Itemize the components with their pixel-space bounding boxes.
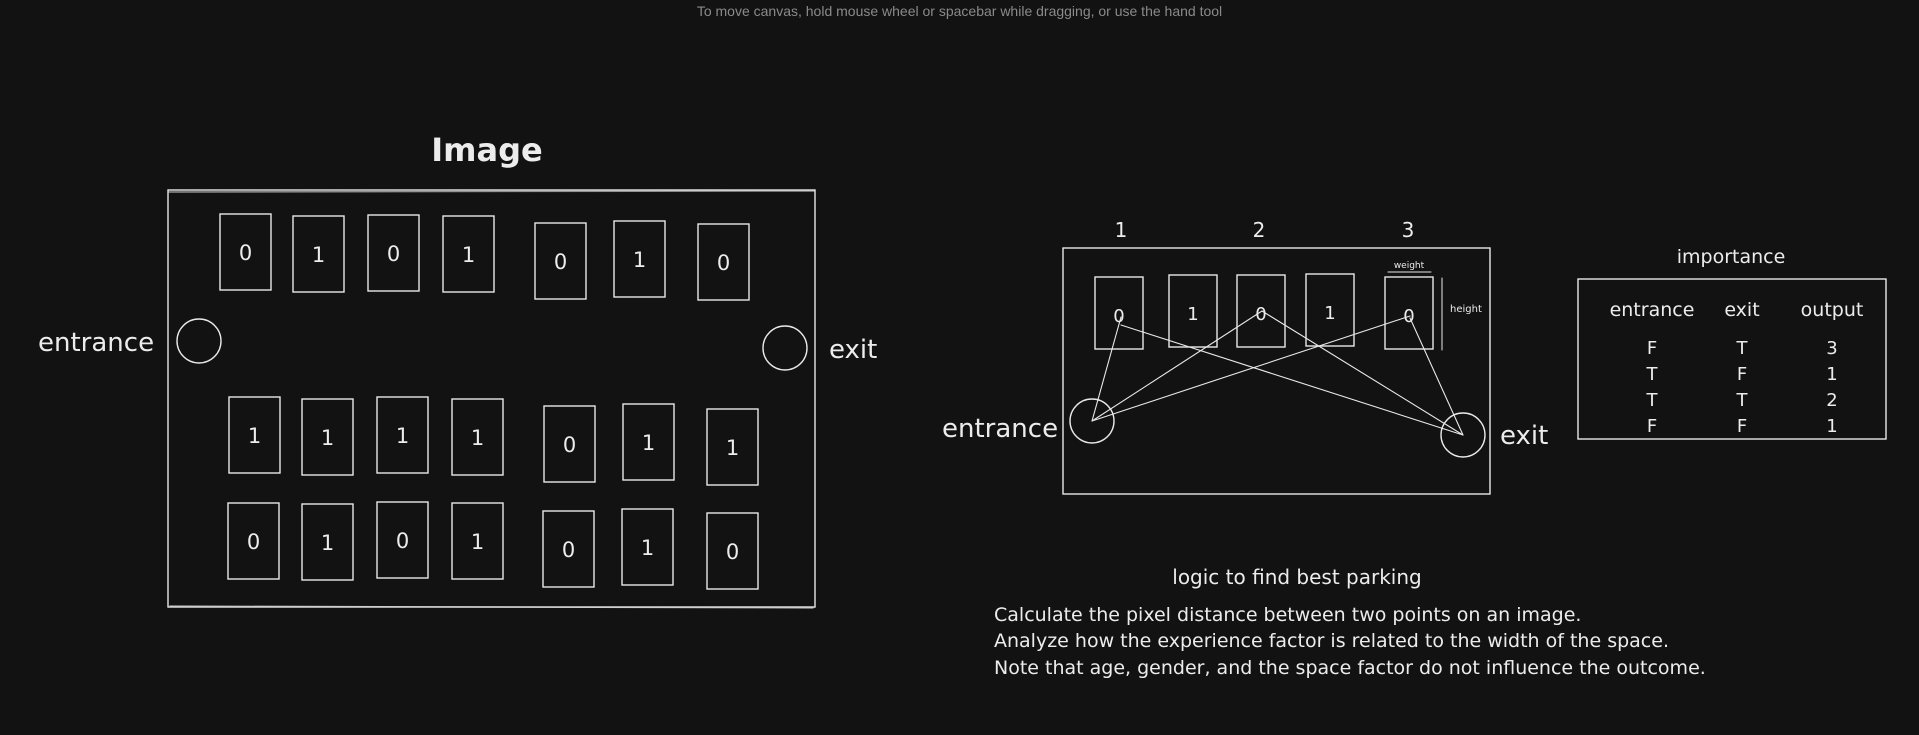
exit-marker (762, 325, 808, 371)
table-cell: 3 (1826, 338, 1837, 359)
small-entrance-label: entrance (942, 414, 1058, 444)
parking-slot: 1 (292, 215, 345, 293)
column-label-2: 2 (1253, 218, 1266, 242)
small-exit-label: exit (1500, 421, 1548, 451)
parking-slot: 0 (227, 502, 280, 580)
table-cell: T (1736, 390, 1749, 411)
table-cell: F (1737, 364, 1747, 385)
table-cell: 1 (1826, 416, 1837, 437)
small-parking-slot: 1 (1168, 274, 1218, 348)
column-label-3: 3 (1402, 218, 1415, 242)
parking-slot: 0 (367, 214, 420, 292)
table-cell: F (1647, 338, 1657, 359)
importance-table-frame (1577, 278, 1887, 440)
small-slot-value: 0 (1113, 306, 1124, 327)
height-label: height (1450, 304, 1482, 315)
entrance-label: entrance (38, 328, 154, 358)
small-parking-slot: 0 (1384, 276, 1434, 350)
small-slot-value: 1 (1187, 304, 1198, 325)
notes-line-3: Note that age, gender, and the space fac… (994, 657, 1706, 679)
left-diagram-title: Image (431, 131, 542, 169)
table-cell: T (1736, 338, 1749, 359)
parking-slot: 1 (451, 398, 504, 476)
column-label-1: 1 (1115, 218, 1128, 242)
slot-value: 0 (387, 242, 400, 266)
slot-value: 1 (321, 426, 334, 450)
slot-value: 1 (642, 431, 655, 455)
table-cell: 2 (1826, 390, 1837, 411)
table-cell: 1 (1826, 364, 1837, 385)
importance-title: importance (1677, 246, 1786, 268)
slot-value: 1 (726, 436, 739, 460)
table-header: exit (1724, 299, 1759, 321)
small-entrance-marker (1069, 398, 1115, 444)
table-header: entrance (1610, 299, 1695, 321)
slot-value: 1 (641, 536, 654, 560)
slot-value: 1 (312, 243, 325, 267)
left-parking-slots: 0 1 0 1 0 1 0 1 1 1 1 0 1 1 0 1 0 1 0 1 0 (219, 213, 759, 590)
notes-line-2: Analyze how the experience factor is rel… (994, 630, 1669, 652)
notes-line-1: Calculate the pixel distance between two… (994, 604, 1581, 626)
table-cell: F (1647, 416, 1657, 437)
notes-heading: logic to find best parking (1172, 565, 1421, 589)
slot-value: 0 (562, 538, 575, 562)
parking-slot: 0 (534, 222, 587, 300)
parking-slot: 1 (376, 396, 429, 474)
table-header: output (1801, 299, 1864, 321)
parking-slot: 1 (706, 408, 759, 486)
table-cell: T (1646, 390, 1659, 411)
small-parking-slot: 0 (1236, 274, 1286, 348)
parking-slot: 0 (697, 223, 750, 301)
small-slot-value: 1 (1324, 303, 1335, 324)
slot-value: 0 (554, 250, 567, 274)
small-lot-slots: 0 1 0 1 0 (1094, 273, 1434, 350)
slot-value: 0 (726, 540, 739, 564)
slot-value: 0 (563, 433, 576, 457)
slot-value: 1 (471, 426, 484, 450)
parking-slot: 1 (301, 398, 354, 476)
parking-slot: 1 (228, 396, 281, 474)
width-label: weight (1394, 261, 1425, 271)
slot-value: 0 (717, 251, 730, 275)
slot-value: 0 (239, 241, 252, 265)
small-slot-value: 0 (1255, 304, 1266, 325)
small-parking-slot: 0 (1094, 276, 1144, 350)
slot-value: 1 (471, 530, 484, 554)
slot-value: 1 (633, 248, 646, 272)
slot-value: 1 (462, 243, 475, 267)
parking-slot: 0 (542, 510, 595, 588)
slot-value: 1 (396, 424, 409, 448)
slot-value: 0 (396, 529, 409, 553)
canvas-hint: To move canvas, hold mouse wheel or spac… (696, 3, 1223, 19)
parking-slot: 0 (376, 501, 429, 579)
slot-value: 1 (248, 424, 261, 448)
exit-label: exit (829, 335, 877, 365)
parking-slot: 1 (621, 508, 674, 586)
slot-value: 1 (321, 531, 334, 555)
slot-value: 0 (247, 530, 260, 554)
small-parking-slot: 1 (1305, 273, 1355, 347)
parking-lot-frame (167, 189, 816, 609)
entrance-marker (176, 318, 222, 364)
parking-slot: 0 (706, 512, 759, 590)
small-lot-frame (1062, 247, 1491, 495)
parking-slot: 1 (442, 215, 495, 293)
parking-slot: 1 (451, 502, 504, 580)
small-exit-marker (1440, 412, 1486, 458)
parking-slot: 0 (219, 213, 272, 291)
parking-slot: 1 (613, 220, 666, 298)
table-cell: F (1737, 416, 1747, 437)
parking-slot: 1 (622, 403, 675, 481)
parking-slot: 0 (543, 405, 596, 483)
table-cell: T (1646, 364, 1659, 385)
parking-slot: 1 (301, 503, 354, 581)
distance-lines (1091, 310, 1464, 436)
